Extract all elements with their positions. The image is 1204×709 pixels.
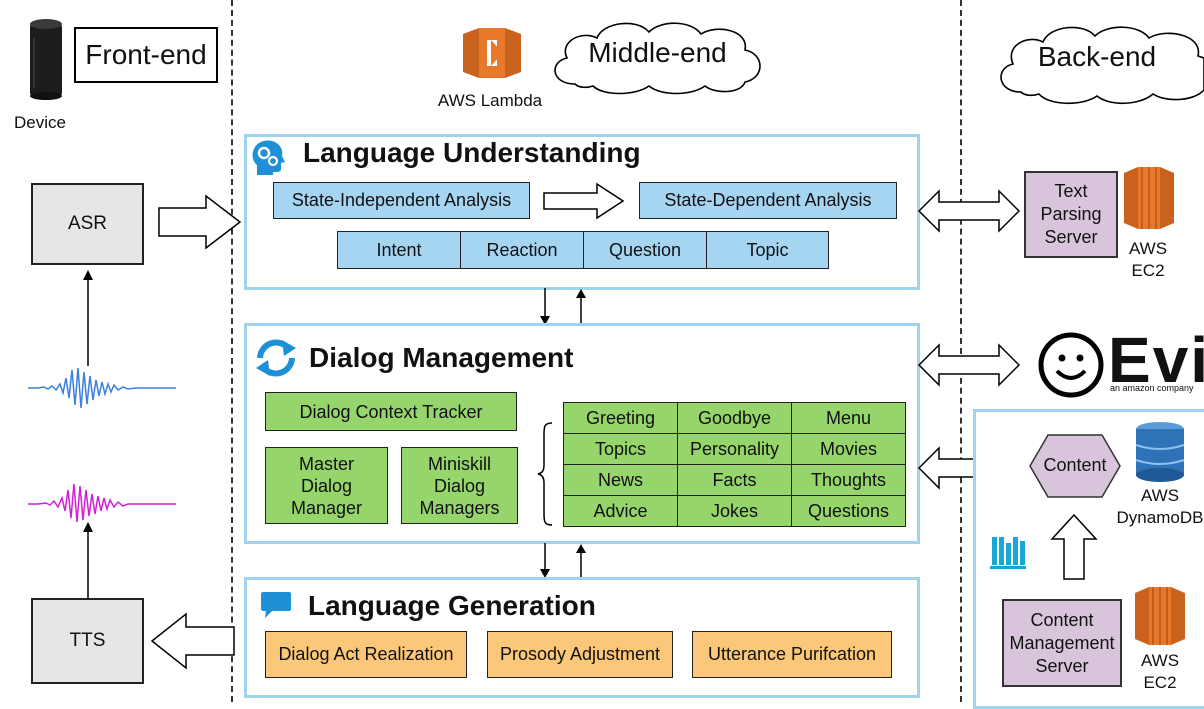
skill-jokes: Jokes bbox=[677, 495, 792, 527]
dialog-context-tracker: Dialog Context Tracker bbox=[265, 392, 517, 431]
middle-end-cloud-icon bbox=[554, 22, 761, 95]
front-middle-separator bbox=[231, 0, 233, 702]
skill-personality: Personality bbox=[677, 433, 792, 465]
skill-topics: Topics bbox=[563, 433, 678, 465]
back-end-cloud-icon bbox=[1000, 26, 1204, 105]
content-hexagon-icon bbox=[1029, 434, 1121, 498]
lg-to-tts-arrow-icon bbox=[150, 612, 235, 670]
echo-device-icon bbox=[30, 19, 62, 100]
state-dependent-analysis: State-Dependent Analysis bbox=[639, 182, 897, 219]
arrow-wave-to-asr-icon bbox=[83, 270, 93, 366]
back-end-title: Back-end bbox=[1037, 41, 1157, 72]
blue-waveform-icon bbox=[28, 367, 176, 409]
content-management-server: Content Management Server bbox=[1002, 599, 1122, 687]
lu-title: Language Understanding bbox=[303, 137, 641, 168]
skill-facts: Facts bbox=[677, 464, 792, 496]
text-parsing-server: Text Parsing Server bbox=[1024, 171, 1118, 258]
device-label: Device bbox=[14, 113, 66, 132]
aws-ec2-bottom-icon bbox=[1135, 587, 1185, 645]
content-upload-arrow-icon bbox=[1050, 513, 1098, 580]
evi-tagline: an amazon company bbox=[1110, 383, 1194, 393]
front-end-title: Front-end bbox=[74, 27, 218, 83]
magenta-waveform-icon bbox=[28, 483, 176, 523]
brain-gears-icon bbox=[252, 140, 285, 175]
dm-lg-arrows-icon bbox=[540, 543, 586, 578]
dm-title: Dialog Management bbox=[309, 342, 574, 373]
lu-dm-arrows-icon bbox=[540, 288, 586, 325]
tts-box: TTS bbox=[31, 598, 144, 684]
evi-smiley-icon bbox=[1038, 332, 1104, 398]
middle-back-separator bbox=[960, 0, 962, 702]
arrow-tts-to-wave-icon bbox=[83, 522, 93, 598]
skill-greeting: Greeting bbox=[563, 402, 678, 434]
library-books-icon bbox=[990, 537, 1026, 569]
utterance-purification: Utterance Purifcation bbox=[692, 631, 892, 678]
speech-bubble-icon bbox=[261, 592, 291, 618]
lu-inner-arrow-icon bbox=[543, 182, 625, 220]
aws-lambda-icon bbox=[463, 28, 521, 78]
lu-cell-topic: Topic bbox=[706, 231, 829, 269]
curly-brace-icon bbox=[537, 422, 553, 526]
lu-cell-intent: Intent bbox=[337, 231, 461, 269]
miniskill-dialog-managers: Miniskill Dialog Managers bbox=[401, 447, 518, 524]
content-label: Content bbox=[1043, 455, 1107, 475]
evi-logo-text: Evi bbox=[1108, 324, 1204, 396]
skill-advice: Advice bbox=[563, 495, 678, 527]
dm-evi-arrow-icon bbox=[917, 343, 1021, 387]
master-dialog-manager: Master Dialog Manager bbox=[265, 447, 388, 524]
refresh-cycle-icon bbox=[256, 339, 296, 377]
aws-lambda-label: AWS Lambda bbox=[437, 91, 543, 110]
aws-dynamodb-icon bbox=[1135, 422, 1185, 482]
skill-menu: Menu bbox=[791, 402, 906, 434]
skill-news: News bbox=[563, 464, 678, 496]
prosody-adjustment: Prosody Adjustment bbox=[487, 631, 673, 678]
aws-ec2-top-label: AWS EC2 bbox=[1128, 239, 1168, 280]
skill-goodbye: Goodbye bbox=[677, 402, 792, 434]
aws-ec2-top-icon bbox=[1124, 167, 1174, 229]
lu-backend-arrow-icon bbox=[917, 189, 1021, 233]
lg-title: Language Generation bbox=[308, 590, 596, 621]
lu-cell-reaction: Reaction bbox=[460, 231, 584, 269]
skill-questions: Questions bbox=[791, 495, 906, 527]
aws-ec2-bottom-label: AWS EC2 bbox=[1140, 651, 1180, 692]
lu-cell-question: Question bbox=[583, 231, 707, 269]
dialog-act-realization: Dialog Act Realization bbox=[265, 631, 467, 678]
state-independent-analysis: State-Independent Analysis bbox=[273, 182, 530, 219]
asr-to-lu-arrow-icon bbox=[158, 194, 242, 250]
skill-movies: Movies bbox=[791, 433, 906, 465]
skill-thoughts: Thoughts bbox=[791, 464, 906, 496]
aws-dynamodb-label: AWS DynamoDB bbox=[1116, 486, 1204, 527]
middle-end-title: Middle-end bbox=[588, 37, 727, 68]
asr-box: ASR bbox=[31, 183, 144, 265]
